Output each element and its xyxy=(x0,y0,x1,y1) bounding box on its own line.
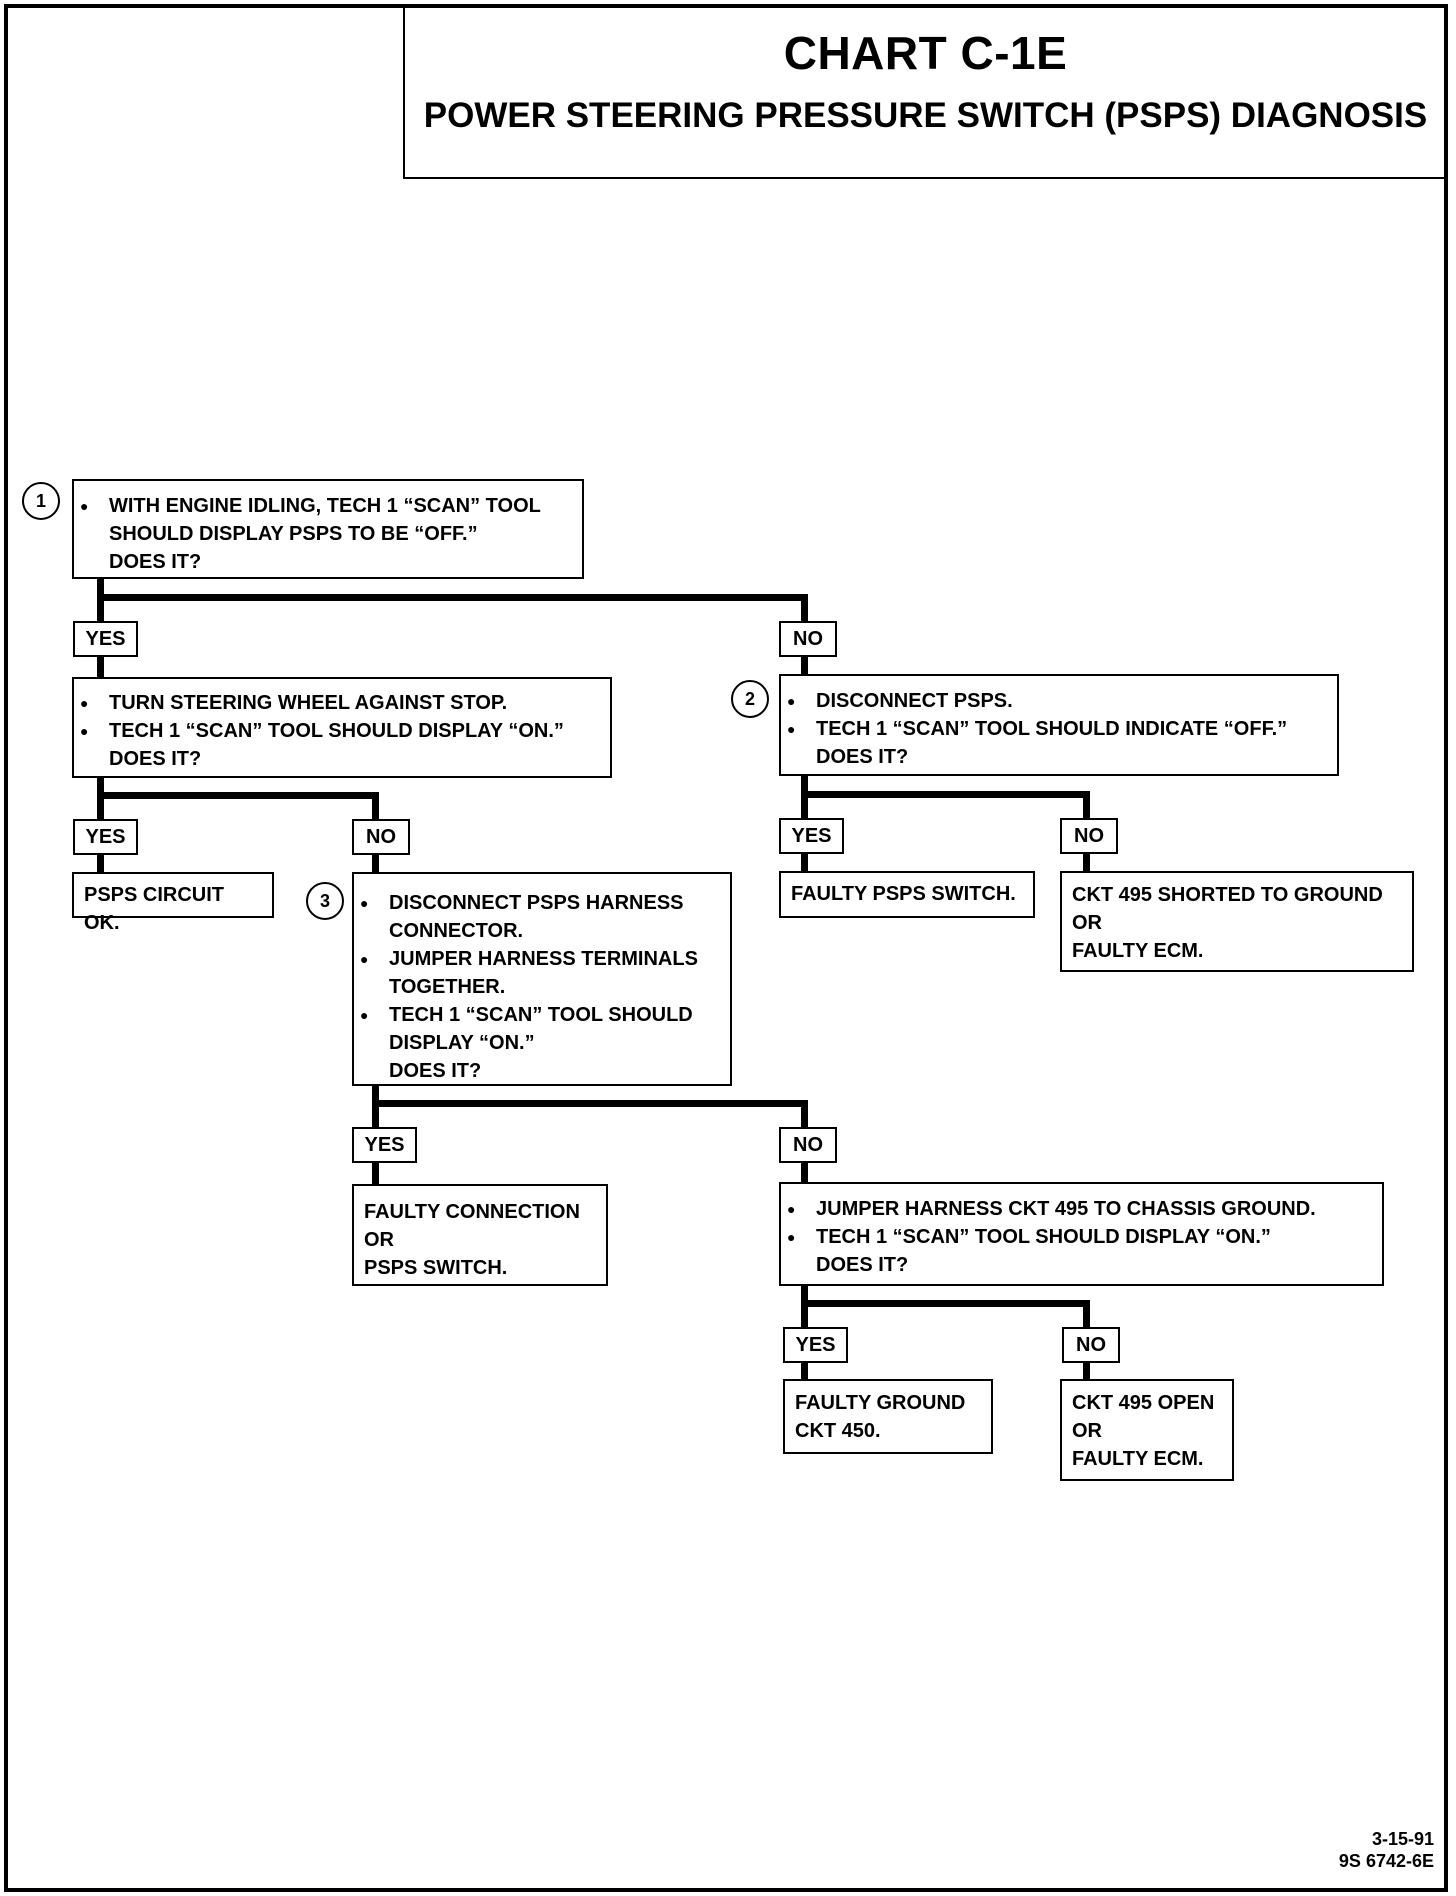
bullet-item: JUMPER HARNESS CKT 495 TO CHASSIS GROUND… xyxy=(781,1195,1382,1223)
result-box-3: CKT 495 SHORTED TO GROUND OR FAULTY ECM. xyxy=(1060,871,1414,972)
no-label: NO xyxy=(1060,818,1118,854)
result-text: OR xyxy=(1072,1420,1102,1442)
question-box-1: WITH ENGINE IDLING, TECH 1 “SCAN” TOOL S… xyxy=(72,479,584,579)
page-frame xyxy=(4,4,1448,1892)
connector xyxy=(801,1100,808,1129)
result-text: OR xyxy=(364,1229,394,1251)
connector xyxy=(801,655,808,679)
footer-date: 3-15-91 xyxy=(1371,1829,1434,1849)
result-text: PSPS CIRCUIT OK. xyxy=(84,884,225,934)
connector xyxy=(801,854,808,873)
step-marker-2: 2 xyxy=(731,680,769,718)
yes-label: YES xyxy=(73,819,138,855)
connector xyxy=(97,855,104,874)
connector xyxy=(97,579,104,623)
connector xyxy=(1083,1300,1090,1329)
question-box-3: DISCONNECT PSPS. TECH 1 “SCAN” TOOL SHOU… xyxy=(779,674,1339,776)
bullet-item: TECH 1 “SCAN” TOOL SHOULD DISPLAY “ON.” xyxy=(354,1001,730,1057)
bullet-item: DISCONNECT PSPS HARNESS CONNECTOR. xyxy=(354,889,730,945)
bullet-item: TECH 1 “SCAN” TOOL SHOULD INDICATE “OFF.… xyxy=(781,715,1337,743)
title-box: CHART C-1E POWER STEERING PRESSURE SWITC… xyxy=(403,4,1448,179)
chart-subtitle: POWER STEERING PRESSURE SWITCH (PSPS) DI… xyxy=(423,96,1428,135)
no-label: NO xyxy=(352,819,410,855)
connector xyxy=(1083,1363,1090,1381)
connector xyxy=(372,792,379,821)
result-text: PSPS SWITCH. xyxy=(364,1257,508,1279)
bullet-item: DISCONNECT PSPS. xyxy=(781,687,1337,715)
result-text: FAULTY ECM. xyxy=(1072,1448,1204,1470)
result-text: FAULTY CONNECTION xyxy=(364,1201,580,1223)
result-text: OR xyxy=(1072,912,1102,934)
connector xyxy=(1083,791,1090,820)
chart-title: CHART C-1E xyxy=(783,27,1068,79)
result-box-4: FAULTY CONNECTION OR PSPS SWITCH. xyxy=(352,1184,608,1286)
question-box-4: DISCONNECT PSPS HARNESS CONNECTOR. JUMPE… xyxy=(352,872,732,1086)
connector xyxy=(97,655,104,679)
question-text: DOES IT? xyxy=(109,551,202,573)
question-text: DOES IT? xyxy=(816,746,909,768)
question-text: DOES IT? xyxy=(109,748,202,770)
no-label: NO xyxy=(779,1127,837,1163)
yes-label: YES xyxy=(352,1127,417,1163)
footer-code: 9S 6742-6E xyxy=(1338,1851,1434,1871)
yes-label: YES xyxy=(779,818,844,854)
step-marker-3: 3 xyxy=(306,882,344,920)
connector xyxy=(801,1286,808,1329)
bullet-item: TECH 1 “SCAN” TOOL SHOULD DISPLAY “ON.” xyxy=(781,1223,1382,1251)
question-box-5: JUMPER HARNESS CKT 495 TO CHASSIS GROUND… xyxy=(779,1182,1384,1286)
no-label: NO xyxy=(1062,1327,1120,1363)
step-marker-1: 1 xyxy=(22,482,60,520)
question-text: DOES IT? xyxy=(816,1254,909,1276)
connector xyxy=(97,594,808,601)
result-text: CKT 450. xyxy=(795,1420,881,1442)
result-box-5: FAULTY GROUND CKT 450. xyxy=(783,1379,993,1454)
result-box-1: PSPS CIRCUIT OK. xyxy=(72,872,274,934)
connector xyxy=(1083,854,1090,873)
result-text: FAULTY PSPS SWITCH. xyxy=(791,883,1016,905)
result-box-2: FAULTY PSPS SWITCH. xyxy=(779,871,1035,918)
connector xyxy=(801,1163,808,1186)
result-text: FAULTY GROUND xyxy=(795,1392,966,1414)
connector xyxy=(801,776,808,820)
question-box-2: TURN STEERING WHEEL AGAINST STOP. TECH 1… xyxy=(72,677,612,778)
bullet-item: WITH ENGINE IDLING, TECH 1 “SCAN” TOOL S… xyxy=(74,492,582,548)
connector xyxy=(97,792,379,799)
question-text: DOES IT? xyxy=(389,1060,482,1082)
result-box-6: CKT 495 OPEN OR FAULTY ECM. xyxy=(1060,1379,1234,1481)
connector xyxy=(372,1100,808,1107)
bullet-item: TURN STEERING WHEEL AGAINST STOP. xyxy=(74,689,610,717)
result-text: FAULTY ECM. xyxy=(1072,940,1204,962)
bullet-item: TECH 1 “SCAN” TOOL SHOULD DISPLAY “ON.” xyxy=(74,717,610,745)
yes-label: YES xyxy=(783,1327,848,1363)
bullet-item: JUMPER HARNESS TERMINALS TOGETHER. xyxy=(354,945,730,1001)
result-text: CKT 495 SHORTED TO GROUND xyxy=(1072,884,1383,906)
connector xyxy=(97,778,104,821)
connector xyxy=(372,855,379,874)
no-label: NO xyxy=(779,621,837,657)
connector xyxy=(801,594,808,623)
footer: 3-15-91 9S 6742-6E xyxy=(1339,1828,1434,1872)
connector xyxy=(801,1363,808,1381)
connector xyxy=(801,1300,1090,1307)
connector xyxy=(372,1163,379,1186)
yes-label: YES xyxy=(73,621,138,657)
result-text: CKT 495 OPEN xyxy=(1072,1392,1215,1414)
connector xyxy=(372,1086,379,1129)
connector xyxy=(801,791,1090,798)
